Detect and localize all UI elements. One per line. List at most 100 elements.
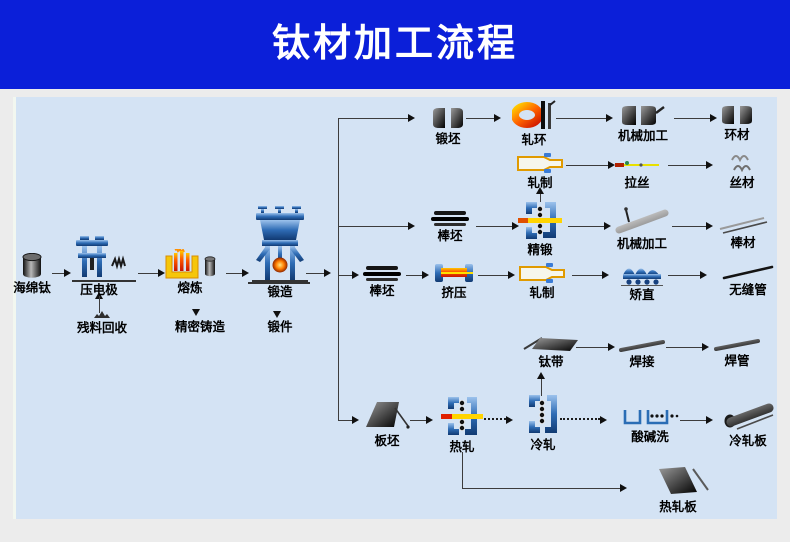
flow-line — [540, 194, 541, 202]
arrow-right-icon — [706, 416, 713, 424]
dotted-flow-line — [560, 418, 600, 420]
node-scrap-recovery: 残料回收 — [69, 310, 135, 334]
page-title: 钛材加工流程 — [271, 20, 518, 65]
dotted-flow-line — [484, 418, 506, 420]
arrow-right-icon — [600, 416, 607, 424]
node-precision-casting: 精密铸造 — [169, 320, 231, 333]
cold-rolling-machine-icon — [529, 395, 557, 433]
arrow-right-icon — [408, 114, 415, 122]
node-machining-bar: 机械加工 — [612, 204, 672, 250]
arrow-right-icon — [700, 271, 707, 279]
flow-line — [666, 347, 702, 348]
arrow-right-icon — [352, 271, 359, 279]
slab-icon — [366, 402, 410, 429]
node-label: 棒材 — [730, 235, 756, 250]
node-acid-alkali-wash: 酸碱洗 — [620, 406, 680, 443]
node-label: 精密铸造 — [174, 319, 225, 334]
node-seamless-tube: 无缝管 — [714, 264, 782, 296]
arrow-up-icon — [536, 187, 544, 194]
node-bar-billet-b: 棒坯 — [358, 266, 406, 297]
flow-line — [52, 273, 64, 274]
bar-material-icon — [719, 217, 768, 234]
node-label: 冷轧板 — [729, 433, 767, 448]
node-label: 锻造 — [267, 284, 293, 299]
arrow-down-icon — [273, 311, 281, 318]
arrow-right-icon — [494, 114, 501, 122]
arrow-right-icon — [706, 161, 713, 169]
flow-line — [338, 226, 408, 227]
flow-line — [568, 226, 604, 227]
straightening-machine-icon — [621, 268, 663, 286]
node-cold-rolled-plate: 冷轧板 — [714, 402, 782, 447]
titanium-sponge-icon — [22, 253, 42, 278]
flow-line — [462, 452, 463, 488]
flow-line — [680, 420, 706, 421]
arrow-right-icon — [606, 114, 613, 122]
ring-material-icon — [722, 106, 752, 124]
node-label: 机械加工 — [616, 236, 667, 251]
melting-furnace-icon — [165, 249, 216, 279]
node-label: 热轧 — [449, 439, 475, 454]
flowchart-panel — [13, 97, 777, 519]
node-forgings: 锻件 — [252, 320, 308, 333]
tube-rolling-icon — [519, 263, 565, 283]
bar-billet-icon — [431, 211, 469, 226]
flow-line — [478, 275, 508, 276]
flow-line — [99, 296, 100, 313]
flow-line — [556, 118, 606, 119]
node-label: 冷轧 — [530, 437, 556, 452]
node-label: 轧制 — [527, 175, 553, 190]
node-label: 锻坯 — [435, 131, 461, 146]
node-label: 轧环 — [521, 132, 547, 147]
flow-line — [226, 273, 242, 274]
node-bar-billet-a: 棒坯 — [426, 211, 474, 242]
node-hot-rolled-plate: 热轧板 — [640, 466, 716, 513]
node-label: 焊管 — [724, 353, 750, 368]
flow-line — [668, 275, 700, 276]
arrow-right-icon — [706, 222, 713, 230]
arrow-right-icon — [702, 343, 709, 351]
arrow-right-icon — [242, 269, 249, 277]
node-label: 焊接 — [629, 354, 655, 369]
ground-line — [248, 282, 310, 284]
arrow-right-icon — [426, 416, 433, 424]
node-label: 矫直 — [629, 287, 655, 302]
flow-line — [306, 273, 324, 274]
node-label: 残料回收 — [76, 320, 127, 335]
node-welded-tube: 焊管 — [709, 338, 765, 367]
arrow-right-icon — [324, 269, 331, 277]
node-label: 棒坯 — [437, 228, 463, 243]
node-label: 压电极 — [80, 282, 118, 297]
arrow-up-icon — [537, 372, 545, 379]
lathe-machining-icon — [615, 207, 669, 234]
arrow-right-icon — [422, 271, 429, 279]
ring-rolling-icon — [512, 100, 556, 129]
node-machining-ring: 机械加工 — [613, 104, 673, 142]
node-label: 熔炼 — [177, 280, 203, 295]
flow-line — [338, 118, 408, 119]
node-label: 棒坯 — [369, 283, 395, 298]
node-label: 海绵钛 — [13, 280, 51, 295]
node-label: 轧制 — [529, 285, 555, 300]
arrow-right-icon — [352, 416, 359, 424]
forged-billet-icon — [433, 108, 463, 128]
node-label: 机械加工 — [617, 128, 668, 143]
node-forged-billet: 锻坯 — [424, 106, 472, 145]
node-ring-material: 环材 — [712, 104, 762, 141]
flow-line — [672, 226, 706, 227]
title-banner: 钛材加工流程 — [0, 0, 790, 89]
cold-rolled-plate-icon — [724, 403, 774, 430]
machining-icon — [622, 106, 665, 125]
arrow-right-icon — [64, 269, 71, 277]
flow-line — [338, 275, 352, 276]
welding-icon — [619, 340, 665, 352]
arrow-right-icon — [620, 484, 627, 492]
node-melting: 熔炼 — [160, 249, 220, 294]
node-titanium-sponge: 海绵钛 — [4, 253, 60, 294]
node-label: 丝材 — [729, 175, 755, 190]
flow-line — [466, 118, 494, 119]
arrow-right-icon — [608, 161, 615, 169]
arrow-right-icon — [512, 222, 519, 230]
flow-line — [338, 420, 352, 421]
